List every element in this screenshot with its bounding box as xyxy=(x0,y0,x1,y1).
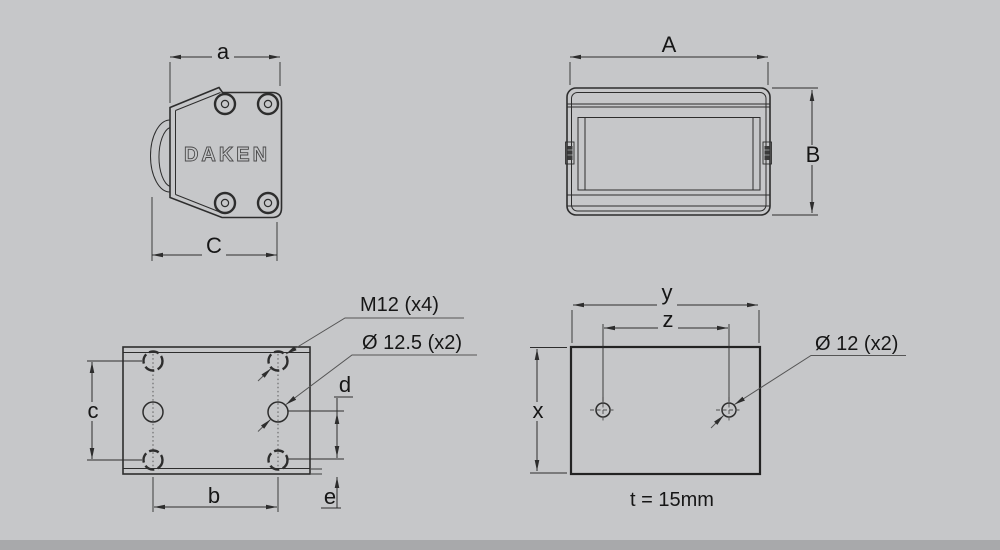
shackle-loop xyxy=(150,119,171,193)
label-mask xyxy=(83,402,101,421)
brand-embossed-text: DAKEN xyxy=(184,144,270,166)
right-latch xyxy=(762,141,772,165)
callout-leader-m12 xyxy=(257,317,464,382)
label-mask xyxy=(658,322,678,333)
callout-leader-12 xyxy=(710,355,906,429)
case-outer-outline xyxy=(566,87,771,216)
dim-label-d: d xyxy=(339,372,351,397)
base-plate-view: c b d e M12 (x4) Ø 12.5 (x2) xyxy=(83,294,477,512)
backing-plate-extension-lines xyxy=(530,310,760,474)
callout-label-m12: M12 (x4) xyxy=(360,294,439,316)
front-view-extension-lines xyxy=(569,62,818,216)
dim-label-z: z xyxy=(663,307,674,332)
base-plate-outline xyxy=(122,346,311,475)
label-mask xyxy=(803,145,822,165)
dim-label-a: a xyxy=(217,39,230,64)
dim-label-C: C xyxy=(206,233,222,258)
thickness-note: t = 15mm xyxy=(630,489,714,511)
dim-label-B: B xyxy=(806,142,821,167)
case-seam-lines xyxy=(567,103,770,207)
backing-plate-view: y z x Ø 12 (x2) t = 15mm xyxy=(528,280,906,511)
dim-label-e: e xyxy=(324,484,336,509)
dim-label-y: y xyxy=(662,280,673,305)
dim-label-x: x xyxy=(533,398,544,423)
front-view: A B xyxy=(565,32,822,216)
label-mask xyxy=(202,241,226,258)
dim-label-c: c xyxy=(88,398,99,423)
bolt-heads xyxy=(213,92,280,215)
case-recess-panel xyxy=(577,117,761,191)
label-mask xyxy=(212,45,234,61)
label-mask xyxy=(657,299,677,310)
hasp-body-outline xyxy=(169,86,283,219)
side-view: DAKEN a C xyxy=(150,39,283,261)
backing-plate-holes xyxy=(590,397,742,423)
clearance-holes-12-5 xyxy=(142,401,289,423)
case-inner-outline xyxy=(571,92,767,212)
hasp-body-inner-edges xyxy=(175,92,222,213)
dim-label-A: A xyxy=(662,32,677,57)
callout-leader-12-5 xyxy=(257,354,477,432)
backing-plate-outline xyxy=(569,345,762,476)
callout-label-12: Ø 12 (x2) xyxy=(815,333,898,355)
hole-centerlines xyxy=(152,354,279,467)
threaded-holes-m12 xyxy=(142,350,289,471)
dim-label-b: b xyxy=(208,483,220,508)
callout-label-12-5: Ø 12.5 (x2) xyxy=(362,332,462,354)
footer-strip xyxy=(0,540,1000,550)
left-latch xyxy=(565,141,575,165)
label-mask xyxy=(528,402,546,421)
base-plate-extension-lines xyxy=(87,360,353,512)
